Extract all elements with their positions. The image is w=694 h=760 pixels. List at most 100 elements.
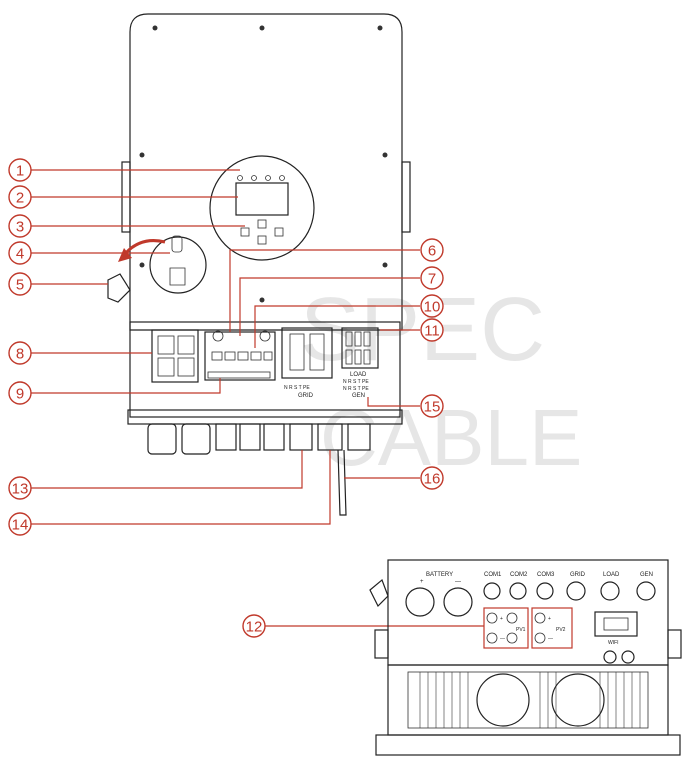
- callout-13: 13: [8, 476, 32, 500]
- battery-plus-label: +: [420, 579, 424, 585]
- svg-text:10: 10: [424, 299, 441, 316]
- wiring-compartment: [129, 321, 401, 418]
- load-terminal-text: N R S T PE: [343, 379, 369, 385]
- right-handle: [401, 161, 411, 233]
- callout-8: 8: [8, 341, 32, 365]
- callout-7: 7: [420, 266, 444, 290]
- board-screw-right: [259, 330, 271, 342]
- comm-ports: [211, 351, 273, 361]
- callout-5: 5: [8, 272, 32, 296]
- callout-12: 12: [242, 614, 266, 638]
- battery-terminals: [157, 335, 195, 377]
- bottom-dc-switch: [369, 578, 389, 608]
- callout-6: 6: [420, 238, 444, 262]
- inverter-bottom-view: BATTERY + — COM1 COM2 COM3 GRID LOAD GEN…: [369, 559, 682, 756]
- communication-board: [204, 331, 276, 381]
- heatsink-panel: [387, 664, 669, 736]
- load-port-label: LOAD: [603, 572, 620, 578]
- pv2-label: PV2: [556, 627, 566, 633]
- dc-switch: [171, 235, 183, 253]
- terminal-strip: [207, 371, 271, 379]
- callout-9: 9: [8, 381, 32, 405]
- bottom-left-bracket: [374, 629, 389, 659]
- battery-minus-label: —: [455, 579, 461, 585]
- cooling-fan-right: [551, 673, 605, 727]
- battery-port-label: BATTERY: [426, 572, 453, 578]
- output-cable: [337, 449, 347, 516]
- svg-text:9: 9: [16, 386, 24, 403]
- pv2-minus-label: —: [548, 636, 553, 642]
- grid-terminal-text: N R S T PE: [284, 385, 310, 391]
- battery-plus-port: [405, 587, 435, 617]
- svg-text:7: 7: [428, 271, 436, 288]
- cover-screws: [139, 25, 388, 303]
- inverter-front-view: N R S T PE GRID LOAD N R S T PE N R S T …: [107, 13, 411, 516]
- load-port: [600, 581, 620, 601]
- vent-plug-right: [621, 650, 635, 664]
- callout-3: 3: [8, 214, 32, 238]
- svg-text:3: 3: [16, 219, 24, 236]
- gen-terminal-text: N R S T PE: [343, 386, 369, 392]
- load-label: LOAD: [350, 372, 367, 378]
- external-dc-switch: [107, 273, 131, 303]
- com1-label: COM1: [484, 572, 502, 578]
- callout-4: 4: [8, 241, 32, 265]
- load-gen-terminal-block: [341, 327, 379, 369]
- svg-text:11: 11: [424, 323, 440, 340]
- gen-port: [636, 581, 656, 601]
- pv-connectors: [486, 612, 546, 644]
- callouts: 1 2 3 4 5 6 7 8 9 10 11 12 13 14 15 16: [8, 158, 444, 638]
- svg-text:15: 15: [424, 399, 441, 416]
- indicator-leds: [237, 175, 285, 181]
- heatsink-fins-area: [407, 671, 649, 729]
- vent-plug-left: [603, 650, 617, 664]
- wifi-connector: [603, 617, 629, 631]
- wifi-label: WIFI: [608, 640, 619, 646]
- load-gen-terminals: [345, 331, 371, 365]
- pv1-plus-label: +: [500, 616, 503, 622]
- svg-text:5: 5: [16, 277, 24, 294]
- leader-lines: [30, 169, 484, 627]
- callout-16: 16: [420, 466, 444, 490]
- com3-port: [536, 582, 554, 600]
- watermark-line2: CABLE: [320, 393, 582, 482]
- com3-label: COM3: [537, 572, 555, 578]
- svg-text:12: 12: [246, 619, 263, 636]
- gen-label: GEN: [352, 393, 365, 399]
- pv2-group: [531, 607, 573, 649]
- bottom-right-bracket: [667, 629, 682, 659]
- pv1-label: PV1: [516, 627, 526, 633]
- svg-text:13: 13: [12, 481, 29, 498]
- grid-label: GRID: [298, 393, 314, 399]
- grid-port: [566, 581, 586, 601]
- com2-label: COM2: [510, 572, 528, 578]
- lcd-screen: [235, 182, 289, 216]
- grid-port-label: GRID: [570, 572, 586, 578]
- switch-detail-circle: [149, 236, 207, 294]
- svg-text:1: 1: [16, 163, 24, 180]
- watermark: SPEC CABLE: [300, 280, 582, 482]
- pv1-minus-label: —: [500, 636, 505, 642]
- heatsink-fins: [419, 672, 641, 728]
- svg-text:14: 14: [12, 517, 29, 534]
- svg-text:4: 4: [16, 246, 24, 263]
- display-panel-circle: [209, 155, 315, 261]
- function-buttons: [240, 219, 284, 245]
- breaker-pole-2: [309, 333, 325, 371]
- board-screw-left: [212, 330, 224, 342]
- pv2-plus-label: +: [548, 616, 551, 622]
- callout-14: 14: [8, 512, 32, 536]
- com2-port: [509, 582, 527, 600]
- callout-2: 2: [8, 185, 32, 209]
- rotation-arrow-head: [118, 248, 132, 262]
- svg-text:8: 8: [16, 346, 24, 363]
- callout-11: 11: [420, 318, 444, 342]
- callout-15: 15: [420, 394, 444, 418]
- svg-text:2: 2: [16, 190, 24, 207]
- svg-text:6: 6: [428, 243, 436, 260]
- switch-knob: [169, 267, 186, 286]
- mounting-base: [375, 734, 681, 756]
- callout-10: 10: [420, 294, 444, 318]
- pv1-group: [483, 607, 529, 649]
